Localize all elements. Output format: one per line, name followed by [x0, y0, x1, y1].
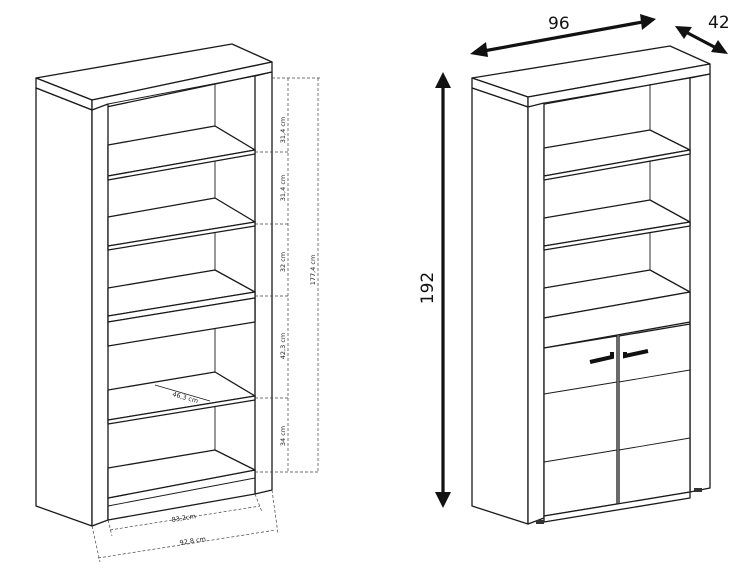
width-arrow: [470, 14, 656, 57]
left-bookcase: 46,3 cm 31,4 cm 31,4 cm 32 cm 42,3 cm 34…: [35, 43, 320, 563]
dim-total-height: 177,4 cm: [309, 255, 317, 286]
dim-shelf-1: 31,4 cm: [279, 117, 287, 143]
left-right-side-panel: [254, 71, 273, 495]
dim-shelf-4: 42,3 cm: [279, 333, 287, 359]
height-arrow: [435, 72, 451, 508]
width-dimension: [91, 489, 279, 563]
right-side-panel: [471, 87, 529, 525]
right-cabinet-right-door: [618, 323, 691, 505]
depth-arrow: [675, 26, 728, 54]
right-cabinet-left-door: [543, 335, 618, 517]
height-label: 192: [418, 272, 438, 304]
depth-label: 42: [708, 13, 730, 33]
left-side-panel: [35, 87, 93, 527]
right-cabinet: [471, 45, 711, 525]
left-door-handle: [589, 352, 614, 364]
height-dimension-chain: [255, 77, 320, 473]
width-label: 96: [548, 14, 570, 34]
left-shelves: [107, 125, 256, 499]
dim-shelf-2: 31,4 cm: [279, 175, 287, 201]
dim-inner-width: 83,2cm: [171, 512, 196, 524]
dim-outer-width: 92,8 cm: [179, 535, 206, 547]
dim-shelf-5: 34 cm: [279, 426, 287, 446]
depth-dim-line: [154, 384, 211, 402]
dim-shelf-3: 32 cm: [279, 252, 287, 272]
right-door-handle: [623, 349, 649, 359]
